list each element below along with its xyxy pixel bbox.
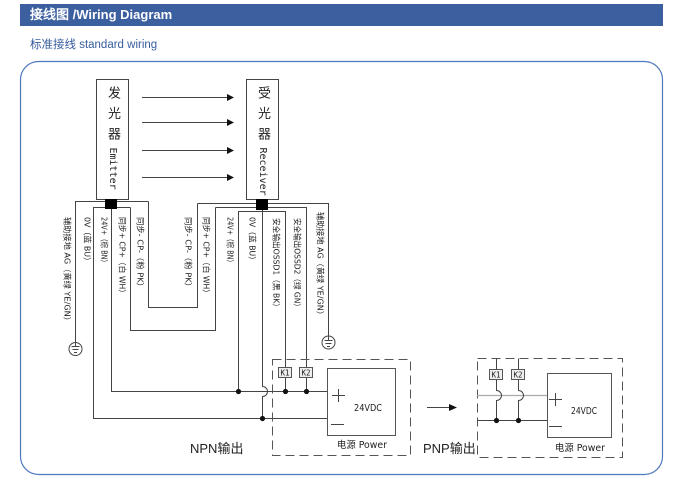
junction-dot <box>515 417 522 424</box>
receiver-label: 受光器Receiver <box>246 86 279 196</box>
wire-label: 同步+ CP+（白 WH） <box>118 217 128 297</box>
section-header: 接线图 /Wiring Diagram <box>20 4 663 26</box>
pnp-output-label: PNP输出 <box>423 441 476 456</box>
ground-icon <box>68 341 83 356</box>
relay-k2-label: K2 <box>301 369 310 378</box>
junction-dot <box>235 388 242 395</box>
relay-k1 <box>278 367 292 378</box>
wire-receiver-0v <box>262 210 268 419</box>
junction-dot <box>259 415 266 422</box>
wire-receiver-ag <box>197 203 329 336</box>
junction-dot <box>303 388 310 395</box>
npn-power-label: 电源 Power <box>337 439 387 451</box>
receiver-unit <box>246 79 279 200</box>
pnp-boundary <box>477 358 623 458</box>
diagram-frame <box>19 60 664 476</box>
pnp-output-block: K1 K2 24VDC 电源 Power PNP输出 <box>423 358 623 458</box>
wire-sync-cp-minus <box>148 201 198 308</box>
subsection-title: 标准接线 standard wiring <box>30 39 158 51</box>
wire-label: 同步- CP-（粉 PK） <box>136 217 146 291</box>
emitter-name-en: Emitter <box>107 147 118 190</box>
wire-label: 0V（蓝 BU） <box>248 217 258 264</box>
npn-output-block: K1 K2 24VDC 电源 Power NPN输出 <box>190 359 411 456</box>
relay-k2-label: K2 <box>513 371 522 380</box>
wire-label: 辅助接地 AG（黄绿 YE/GN） <box>63 217 73 325</box>
emitter-connector <box>105 199 117 209</box>
relay-k1-label: K1 <box>280 369 289 378</box>
relay-k2 <box>299 367 313 378</box>
npn-boundary <box>272 359 411 456</box>
arrowhead-icon <box>227 119 234 126</box>
wire-emitter-24v <box>111 209 328 392</box>
wire-label: 同步- CP-（粉 PK） <box>184 217 194 291</box>
wire-label: 安全输出OSSD1（黑 BK） <box>272 218 282 311</box>
junction-dot <box>282 388 289 395</box>
wire-emitter-ag <box>75 201 149 341</box>
wire-label: 同步+ CP+（白 WH） <box>202 217 212 297</box>
emitter-label: 发光器Emitter <box>96 86 129 190</box>
pnp-power-voltage: 24VDC <box>571 406 597 417</box>
pnp-power-label: 电源 Power <box>555 442 605 454</box>
pnp-wire-k1 <box>496 358 502 421</box>
light-beams <box>142 94 234 181</box>
plus-terminal-icon <box>549 393 562 406</box>
wire-sync-cp-plus <box>130 207 216 331</box>
plus-terminal-icon <box>332 389 345 402</box>
emitter-name-cn: 发光器 <box>105 86 120 148</box>
npn-power-voltage: 24VDC <box>354 403 382 414</box>
pnp-wire-k2 <box>518 358 524 421</box>
arrowhead-icon <box>227 94 234 101</box>
npn-output-label: NPN输出 <box>190 441 243 456</box>
receiver-connector <box>256 199 268 210</box>
emitter-unit <box>96 79 129 200</box>
ground-icon <box>321 335 336 350</box>
wire-label: 24V+（棕 BN） <box>100 217 110 266</box>
relay-k1-label: K1 <box>491 371 500 380</box>
junction-dot <box>493 417 500 424</box>
wire-label: 安全输出OSSD2（绿 GN） <box>293 218 303 311</box>
receiver-name-cn: 受光器 <box>255 86 270 148</box>
wire-label: 辅助接地 AG（黄绿 YE/GN） <box>316 212 326 319</box>
arrowhead-icon <box>227 147 234 154</box>
wire-receiver-ossd2 <box>215 207 307 392</box>
section-title: 接线图 /Wiring Diagram <box>30 7 173 22</box>
arrowhead-icon <box>227 174 234 181</box>
relay-k1 <box>489 369 503 380</box>
npn-power-supply <box>327 368 396 436</box>
wire-label: 0V（蓝 BU） <box>83 217 93 265</box>
wire-label: 24V+（棕 BN） <box>226 217 236 266</box>
relay-k2 <box>511 369 525 380</box>
receiver-name-en: Receiver <box>257 147 268 196</box>
arrowhead-icon <box>449 404 457 411</box>
